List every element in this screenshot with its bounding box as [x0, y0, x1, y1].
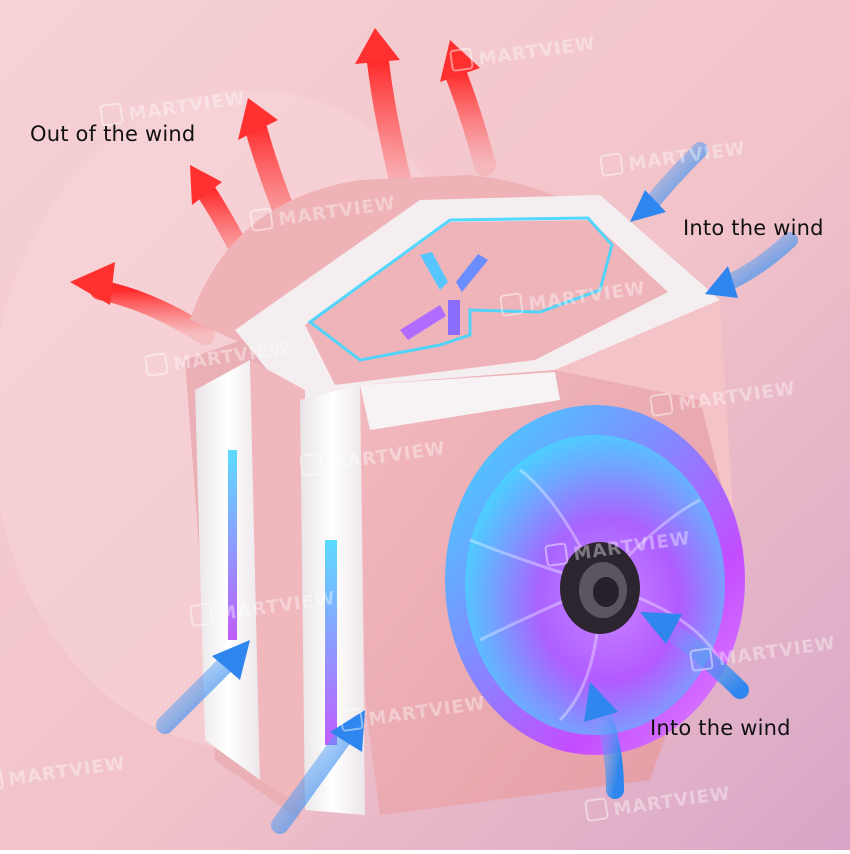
blue-arrow-icon	[640, 612, 749, 699]
red-arrow-icon	[70, 262, 215, 345]
blue-arrow-icon	[271, 710, 365, 834]
red-arrow-icon	[440, 40, 496, 176]
blue-arrow-icon	[630, 142, 708, 222]
cool-air-arrows	[156, 142, 798, 834]
y-logo-icon	[400, 252, 488, 340]
rgb-fan	[445, 405, 745, 755]
hot-air-arrows	[70, 28, 496, 345]
blue-arrow-icon	[705, 232, 798, 298]
out-of-wind-label: Out of the wind	[30, 122, 196, 146]
into-wind-bottom-label: Into the wind	[650, 716, 791, 740]
blue-arrow-icon	[156, 640, 250, 734]
blue-arrow-icon	[584, 682, 624, 799]
into-wind-top-label: Into the wind	[683, 216, 824, 240]
cpu-cooler	[185, 175, 745, 820]
